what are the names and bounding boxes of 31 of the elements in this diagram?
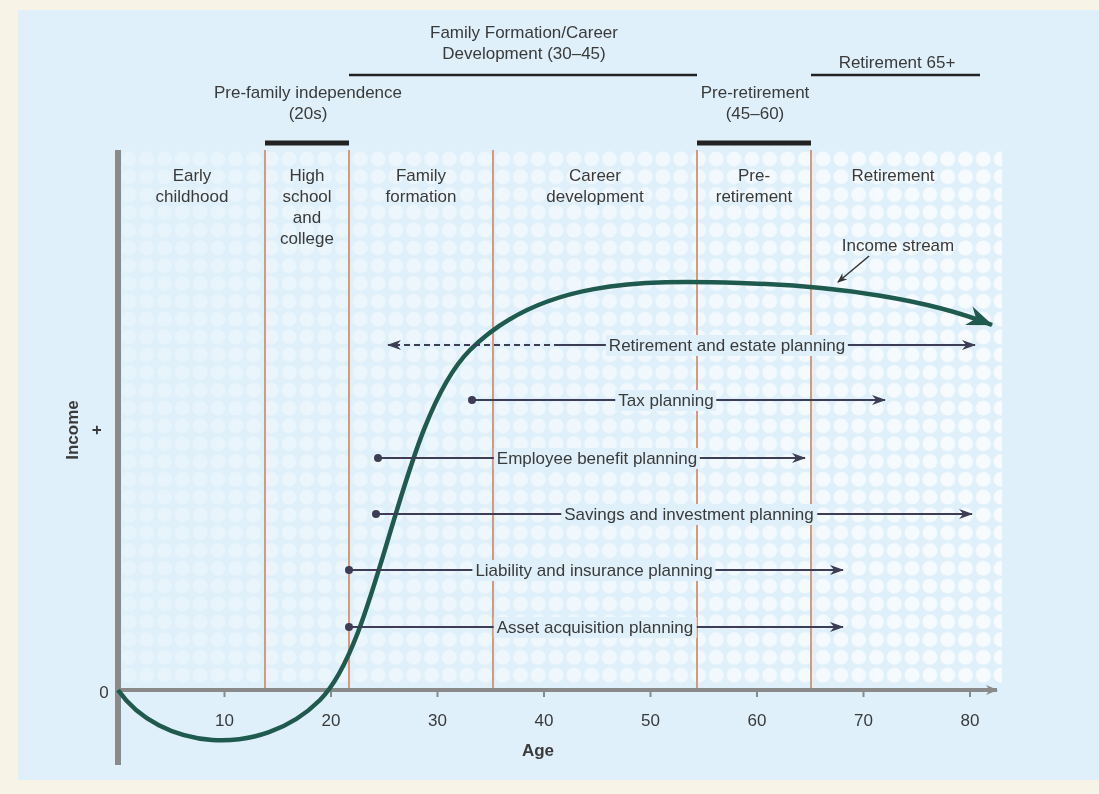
arrow-label: Asset acquisition planning <box>493 617 697 638</box>
period-label: Family Formation/Career Development (30–45) <box>429 22 619 64</box>
arrow-label: Liability and insurance planning <box>472 560 716 581</box>
leader-line <box>837 255 870 283</box>
period-label: Retirement 65+ <box>837 52 957 73</box>
tick-label: 40 <box>533 710 555 731</box>
tick-label: 30 <box>427 710 448 731</box>
period-label: Pre-retirement (45–60) <box>699 82 811 124</box>
axis-title: Income <box>61 400 83 460</box>
income-curve <box>116 279 993 743</box>
tick-label: 20 <box>320 710 342 731</box>
stage-label: High school and college <box>279 165 335 249</box>
stage-label: Early childhood <box>154 165 230 207</box>
axis-title: + <box>85 425 107 435</box>
callout-label: Income stream <box>813 235 983 256</box>
arrow-label: Tax planning <box>615 390 717 411</box>
period-label: Pre-family independence (20s) <box>212 82 404 124</box>
stage-label: Career development <box>545 165 645 207</box>
tick-label: 60 <box>746 710 768 731</box>
axis-title: Age <box>520 740 556 761</box>
arrow-label: Employee benefit planning <box>493 448 701 469</box>
tick-label: 80 <box>959 710 981 731</box>
arrow-label: Retirement and estate planning <box>605 335 849 356</box>
stage-label: Family formation <box>384 165 458 207</box>
tick-label: 10 <box>214 710 235 731</box>
tick-label: 50 <box>640 710 661 731</box>
arrow-label: Savings and investment planning <box>561 504 817 525</box>
stage-label: Retirement <box>850 165 936 186</box>
tick-label: 70 <box>853 710 874 731</box>
stage-label: Pre-retirement <box>714 165 794 207</box>
tick-label: 0 <box>98 682 110 703</box>
